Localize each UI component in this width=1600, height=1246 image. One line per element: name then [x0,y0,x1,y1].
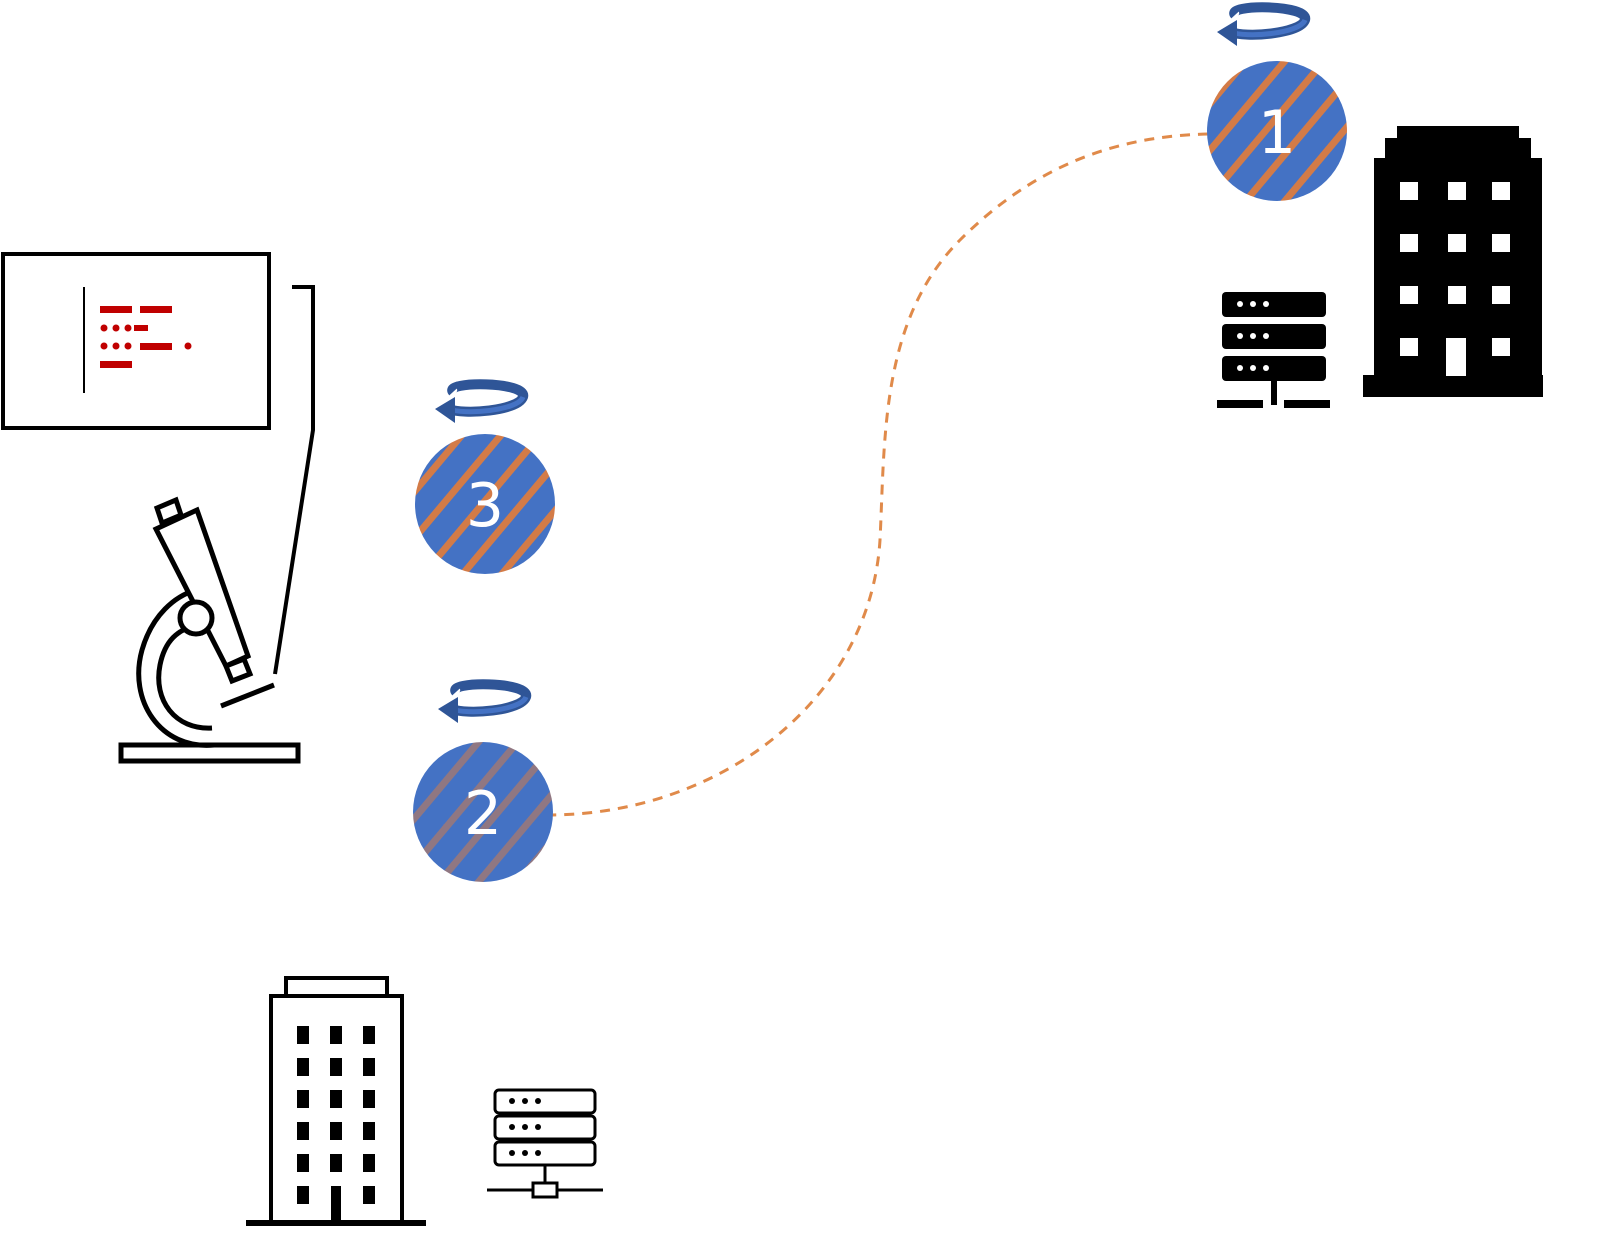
disc-3: 3 [415,379,555,574]
rotation-arrow-icon [435,379,528,423]
office-building-outline-icon [246,976,426,1226]
disc-3-label: 3 [466,471,504,541]
disc-1: 1 [1207,2,1347,201]
server-rack-outline-icon [487,1088,603,1199]
rotation-arrow-icon [1217,2,1310,46]
microscope-icon [118,496,301,764]
disc-2-label: 2 [464,779,502,849]
monitor-cable [273,285,315,675]
server-rack-solid-icon [1217,292,1330,408]
disc-1-label: 1 [1258,98,1296,168]
transfer-path [547,132,1209,817]
office-building-solid-icon [1363,126,1543,397]
monitor-display-icon [1,252,271,430]
rotation-arrow-icon [438,679,531,723]
disc-2: 2 [413,679,553,882]
screen-code-icon [100,306,192,368]
